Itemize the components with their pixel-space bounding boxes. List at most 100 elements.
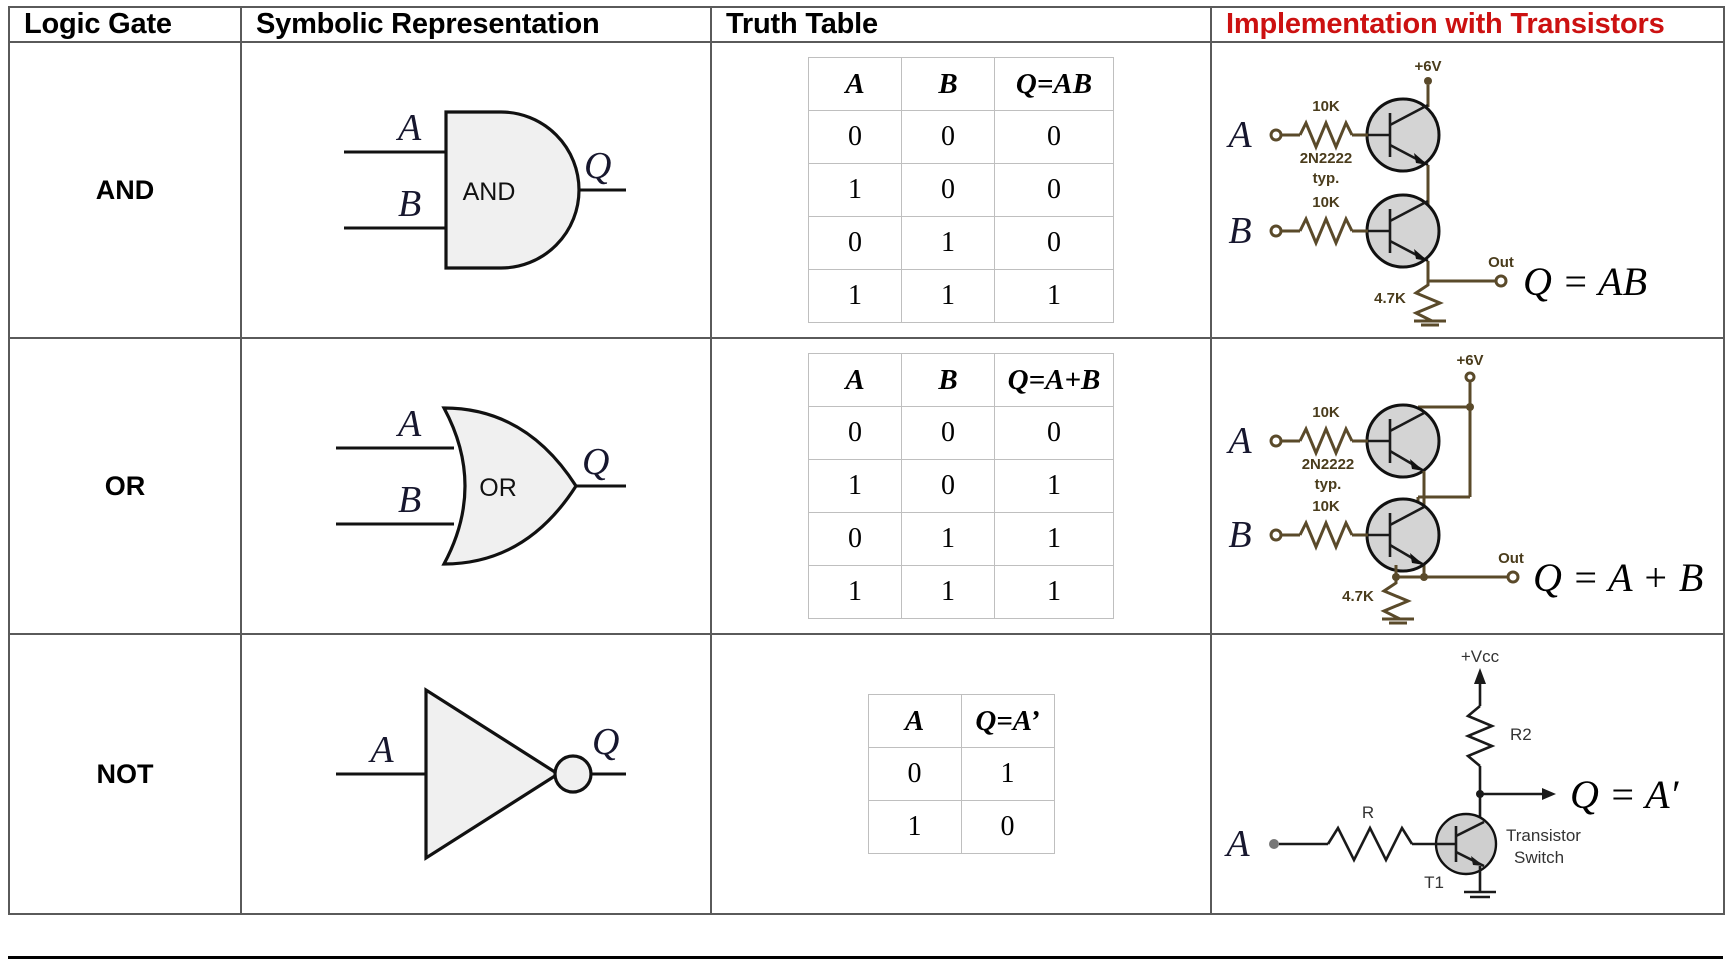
gate-name-not: NOT — [96, 758, 154, 789]
or-input-a-terminal — [1269, 434, 1282, 447]
tt-or-r2-b: 1 — [901, 512, 995, 566]
circuit-cell-or: +6V — [1210, 337, 1725, 635]
not-transistor-caption-line1: Transistor — [1506, 826, 1581, 845]
header-logic-gate-label: Logic Gate — [24, 8, 172, 40]
or-q2-emitter-arrow — [1409, 552, 1424, 565]
tt-or-r3-a: 1 — [808, 565, 902, 619]
table-row: 0 1 1 — [808, 512, 1114, 566]
and-symbol-label-q: Q — [584, 145, 611, 187]
and-pulldown-label: 4.7K — [1374, 290, 1406, 307]
not-symbol-label-a: A — [367, 729, 394, 771]
table-row-not: NOT A Q — [8, 633, 1725, 915]
and-circuit-label-a: A — [1225, 114, 1252, 156]
header-symbolic-representation-label: Symbolic Representation — [256, 8, 600, 40]
or-gate-symbol: OR A B Q — [336, 403, 626, 566]
not-transistor-circuit: +Vcc R2 — [1223, 647, 1680, 899]
circuit-cell-and: +6V 10K — [1210, 41, 1725, 339]
and-output-terminal — [1494, 274, 1507, 287]
logic-gates-table: Logic Gate Symbolic Representation Truth… — [8, 6, 1725, 915]
symbol-cell-not: A Q — [240, 633, 712, 915]
or-resistor-b-label: 10K — [1312, 498, 1340, 515]
or-q1-emitter-arrow — [1409, 458, 1424, 471]
or-output-junction-2 — [1419, 572, 1428, 581]
or-transistor-circuit: +6V — [1225, 352, 1703, 624]
table-row: 1 1 1 — [808, 269, 1114, 323]
table-row: 0 0 0 — [808, 406, 1114, 460]
and-resistor-a-label: 10K — [1312, 98, 1340, 115]
tt-or-r0-a: 0 — [808, 406, 902, 460]
truth-table-cell-and: A B Q=AB 0 0 0 1 0 — [710, 41, 1212, 339]
or-transistor-type-label: 2N2222 — [1301, 456, 1354, 473]
and-input-b-terminal — [1269, 224, 1282, 237]
tt-and-r2-q: 0 — [994, 216, 1114, 270]
truth-table-or: A B Q=A+B 0 0 0 1 0 — [808, 353, 1114, 619]
tt-or-r0-q: 0 — [994, 406, 1114, 460]
or-gate-body-label: OR — [479, 474, 517, 502]
tt-and-r3-b: 1 — [901, 269, 995, 323]
not-symbol-label-q: Q — [592, 721, 619, 763]
tt-and-r0-b: 0 — [901, 110, 995, 164]
tt-and-r3-a: 1 — [808, 269, 902, 323]
not-vcc-arrow-icon — [1473, 668, 1486, 684]
not-resistor-base-label: R — [1361, 803, 1373, 822]
tt-or-r1-q: 1 — [994, 459, 1114, 513]
and-resistor-b-label: 10K — [1312, 194, 1340, 211]
table-row: 0 0 0 — [808, 110, 1114, 164]
and-gate-body-label: AND — [463, 178, 516, 206]
tt-or-r1-b: 0 — [901, 459, 995, 513]
tt-and-col-b: B — [901, 57, 995, 111]
and-out-label: Out — [1488, 254, 1514, 271]
table-row: 1 0 — [867, 800, 1055, 854]
or-circuit-label-b: B — [1228, 514, 1251, 556]
header-truth-table: Truth Table — [710, 6, 1212, 43]
tt-and-r1-a: 1 — [808, 163, 902, 217]
or-symbol-label-q: Q — [582, 441, 609, 483]
and-q1-emitter-arrow — [1413, 152, 1428, 165]
symbol-cell-and: AND A B Q — [240, 41, 712, 339]
or-gate-body — [441, 406, 578, 566]
not-output-equation: Q = A′ — [1570, 772, 1680, 817]
table-row: 1 0 1 — [808, 459, 1114, 513]
not-gate-body — [424, 687, 561, 861]
truth-table-and: A B Q=AB 0 0 0 1 0 — [808, 57, 1114, 323]
and-transistor-type-label: 2N2222 — [1299, 150, 1352, 167]
table-header-row: Logic Gate Symbolic Representation Truth… — [8, 6, 1725, 43]
tt-and-r1-q: 0 — [994, 163, 1114, 217]
tt-or-r3-b: 1 — [901, 565, 995, 619]
and-supply-node — [1423, 76, 1432, 85]
gate-name-cell-not: NOT — [8, 633, 242, 915]
not-circuit-label-a: A — [1223, 823, 1250, 865]
table-row: 0 1 0 — [808, 216, 1114, 270]
tt-and-r0-a: 0 — [808, 110, 902, 164]
tt-or-col-b: B — [901, 353, 995, 407]
or-output-equation: Q = A + B — [1533, 555, 1703, 600]
tt-not-col-q: Q=A’ — [960, 694, 1055, 748]
tt-or-r2-a: 0 — [808, 512, 902, 566]
header-symbolic-representation: Symbolic Representation — [240, 6, 712, 43]
tt-or-col-q: Q=A+B — [994, 353, 1114, 407]
tt-and-r3-q: 1 — [994, 269, 1114, 323]
header-logic-gate: Logic Gate — [8, 6, 242, 43]
or-circuit-label-a: A — [1225, 420, 1252, 462]
tt-not-r0-a: 0 — [867, 747, 962, 801]
bottom-rule — [8, 956, 1723, 959]
and-gate-symbol: AND A B Q — [344, 107, 626, 270]
or-symbol-label-b: B — [398, 479, 421, 521]
or-out-label: Out — [1498, 550, 1524, 567]
table-row: 1 0 0 — [808, 163, 1114, 217]
gate-name-cell-or: OR — [8, 337, 242, 635]
and-input-a-terminal — [1269, 128, 1282, 141]
truth-table-not: A Q=A’ 0 1 1 0 — [867, 694, 1055, 854]
circuit-cell-not: +Vcc R2 — [1210, 633, 1725, 915]
tt-or-r0-b: 0 — [901, 406, 995, 460]
not-output-arrow-icon — [1541, 788, 1556, 800]
not-gate-bubble-icon — [553, 754, 593, 794]
tt-or-r1-a: 1 — [808, 459, 902, 513]
table-row-or: OR OR A B Q — [8, 337, 1725, 635]
and-symbol-label-b: B — [398, 183, 421, 225]
header-truth-table-label: Truth Table — [726, 8, 878, 40]
truth-table-header-row: A B Q=AB — [808, 57, 1114, 111]
not-transistor-caption-line2: Switch — [1514, 848, 1564, 867]
or-input-b-terminal — [1269, 528, 1282, 541]
